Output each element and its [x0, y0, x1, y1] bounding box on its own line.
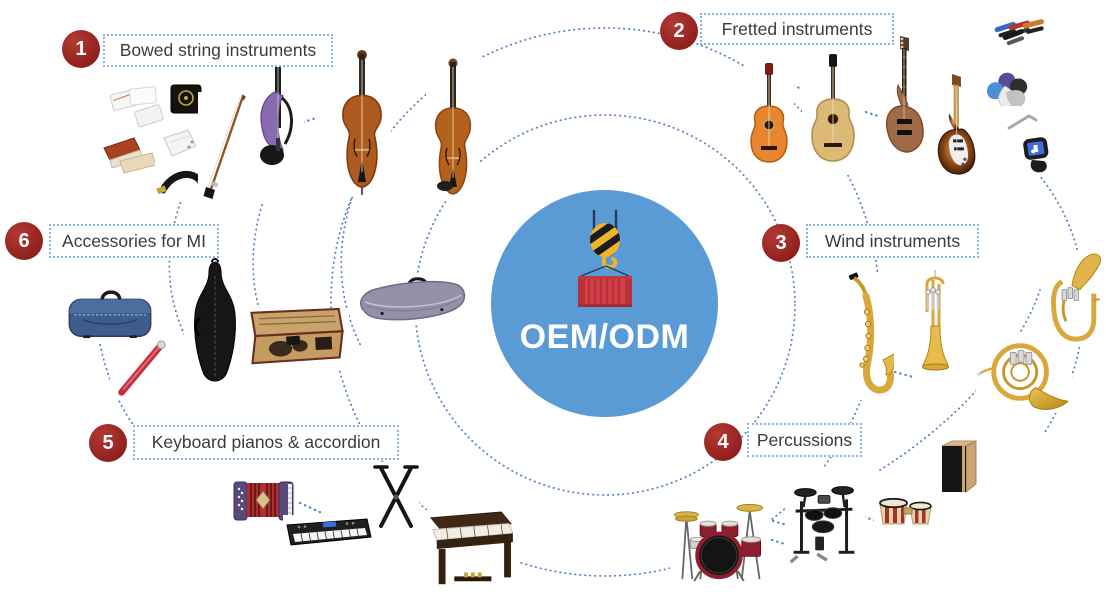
category-4-label: Percussions	[747, 423, 862, 457]
connector-dots	[296, 116, 318, 126]
category-4-badge: 4	[704, 423, 742, 461]
electronic-drum-kit-image	[785, 468, 865, 566]
violin-image	[426, 56, 480, 200]
category-1-badge: 1	[62, 30, 100, 68]
string-set-image	[158, 128, 200, 158]
center-label: OEM/ODM	[519, 318, 690, 356]
category-3-label: Wind instruments	[806, 224, 979, 258]
electric-guitar-image	[930, 72, 982, 189]
inner-dotted-circle	[414, 114, 796, 496]
guitar-picks-image	[983, 68, 1033, 110]
keyboard-stand-image	[373, 462, 419, 534]
acoustic-guitar-image	[802, 53, 864, 175]
category-5-badge: 5	[89, 424, 127, 462]
cello-image	[333, 48, 391, 196]
rosin-box-image	[168, 82, 204, 116]
electric-violin-image	[252, 52, 304, 170]
connector-dots	[298, 501, 324, 515]
bow-tube-image	[110, 338, 172, 400]
category-2-badge: 2	[660, 12, 698, 50]
bass-guitar-image	[878, 35, 930, 169]
euphonium-image	[1042, 252, 1104, 347]
category-5-label: Keyboard pianos & accordion	[133, 425, 399, 460]
open-violin-case-image	[245, 308, 349, 370]
clip-on-tuner-image	[1018, 136, 1056, 176]
category-6-badge: 6	[5, 222, 43, 260]
trumpet-case-image	[64, 282, 156, 342]
cajon-image	[938, 438, 982, 496]
violin-hard-case-image	[352, 275, 472, 325]
capos-image	[988, 12, 1052, 54]
digital-piano-image	[416, 510, 518, 592]
category-3-badge: 3	[762, 224, 800, 262]
allen-wrench-image	[1003, 106, 1041, 134]
crane-hook-shipping-container-icon	[577, 210, 632, 307]
bridge-blanks-image	[100, 130, 164, 178]
center-circle: OEM/ODM	[491, 190, 718, 417]
connector-dots	[893, 370, 915, 379]
electronic-keyboard-image	[283, 515, 373, 555]
cello-gig-bag-image	[184, 258, 246, 390]
bongos-image	[874, 492, 936, 528]
drum-kit-image	[670, 492, 770, 585]
category-6-label: Accessories for MI	[49, 224, 219, 258]
saxophone-image	[836, 272, 894, 400]
accordion-image	[230, 474, 298, 526]
violin-bow-image	[198, 92, 250, 210]
trumpet-image	[912, 268, 960, 380]
classical-guitar-image	[744, 62, 794, 174]
category-1-label: Bowed string instruments	[103, 34, 333, 67]
category-2-label: Fretted instruments	[700, 13, 894, 45]
